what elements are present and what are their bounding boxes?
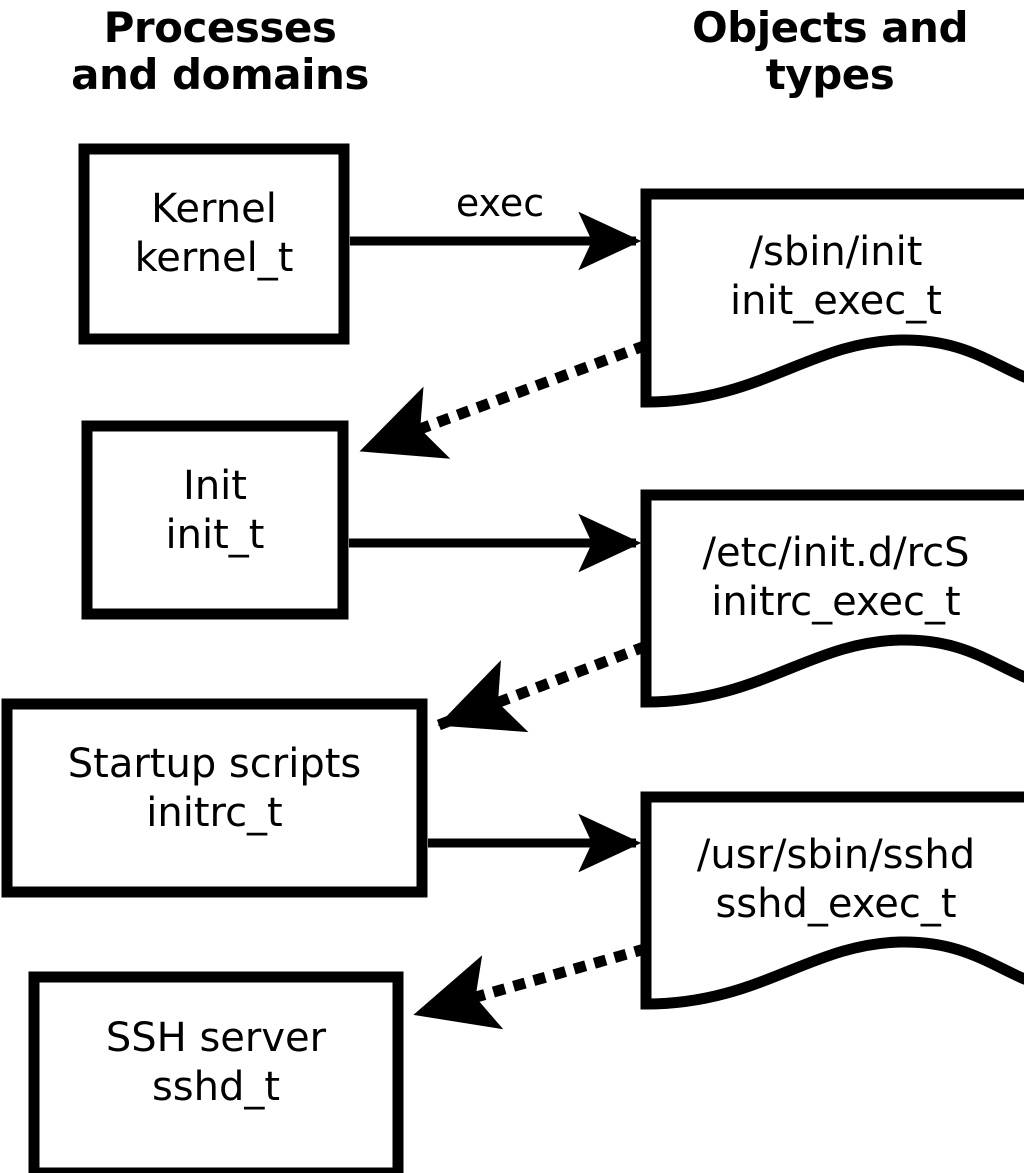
node-sshd-exec[interactable] [640,791,1024,1031]
edge-sshd-exec-to-sshd [413,943,648,1030]
node-initrc-shape [1,698,428,898]
node-sshd[interactable] [34,977,404,1173]
node-initrc[interactable] [0,704,428,898]
node-kernel[interactable] [84,149,350,345]
edge-initrc-exec-to-initrc [436,640,649,733]
node-sshd-shape [28,971,404,1173]
edge-label-exec: exec [455,181,545,225]
node-initrc-exec-shape [640,489,1024,708]
node-init-exec[interactable] [640,188,1024,428]
column-header-objects: Objects and types [691,3,969,100]
node-init-shape [81,420,349,620]
node-init[interactable] [87,426,349,620]
edge-init-exec-to-init [358,339,649,459]
column-header-processes: Processes and domains [71,3,369,100]
node-init-exec-shape [640,188,1024,408]
node-kernel-shape [78,143,350,345]
node-sshd-exec-shape [640,791,1024,1010]
node-initrc-exec[interactable] [640,489,1024,729]
